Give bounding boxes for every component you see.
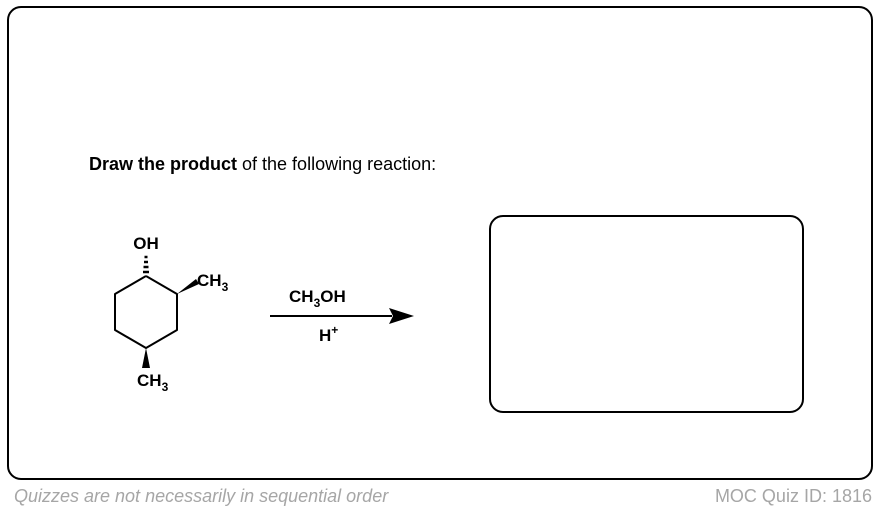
ch3-right-label: CH3 <box>197 271 229 294</box>
reagent-below: H+ <box>319 323 338 345</box>
oh-label: OH <box>133 234 159 253</box>
footer-disclaimer: Quizzes are not necessarily in sequentia… <box>14 486 389 506</box>
prompt-bold: Draw the product <box>89 154 238 174</box>
ch3-bottom-label: CH3 <box>137 371 169 394</box>
answer-drawing-box[interactable] <box>489 215 804 413</box>
quiz-card <box>7 6 873 480</box>
question-prompt: Draw the product of the following reacti… <box>89 154 436 175</box>
reaction-arrow <box>270 308 414 324</box>
cyclohexane-ring <box>114 275 178 349</box>
prompt-rest: of the following reaction: <box>237 154 437 174</box>
wedge-bond-ch3-bottom <box>142 348 150 368</box>
quiz-id: MOC Quiz ID: 1816 <box>714 486 872 506</box>
reagent-above: CH3OH <box>289 287 346 310</box>
hashed-bond-oh <box>143 255 149 274</box>
wedge-bond-ch3-right <box>177 279 199 294</box>
